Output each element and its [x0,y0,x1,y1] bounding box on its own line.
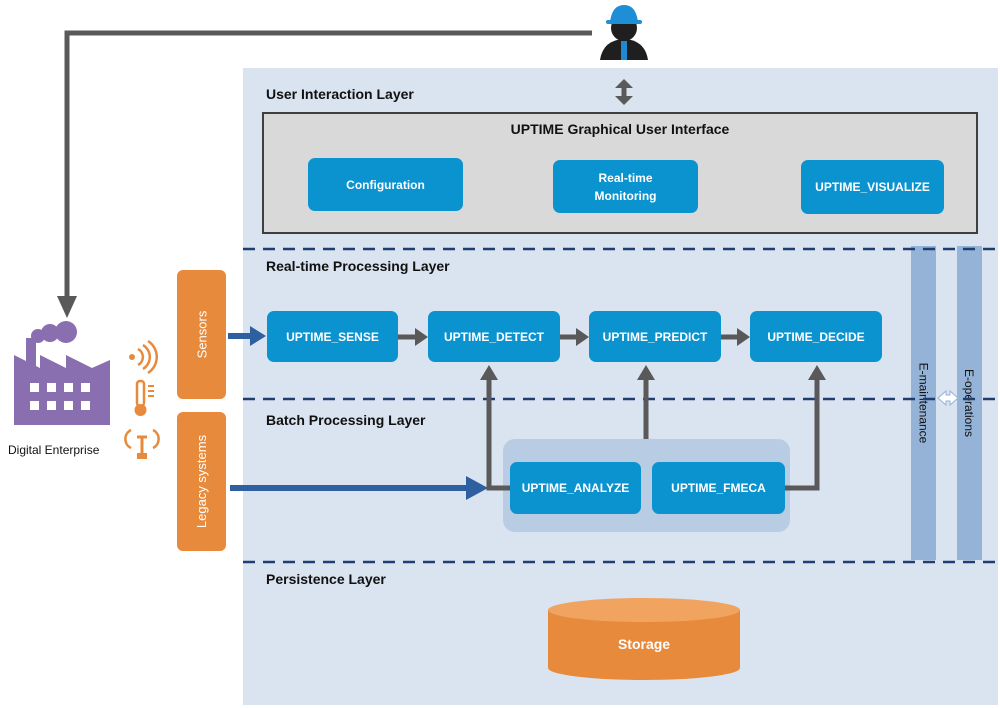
antenna-icon [124,428,160,459]
fmeca-to-decide-arrowhead [808,365,826,380]
factory-icon [14,321,110,425]
legacy-systems-label: Legacy systems [194,434,210,529]
thermometer-icon [134,379,154,416]
analyze-to-detect-line [486,378,510,491]
uptime-predict-module: UPTIME_PREDICT [589,311,721,362]
uptime-decide-module: UPTIME_DECIDE [750,311,882,362]
digital-enterprise-label: Digital Enterprise [8,443,100,457]
wireless-signal-icon [129,339,158,375]
legacy-systems-box: Legacy systems [177,412,226,551]
predict-to-decide-arrowhead [737,328,750,346]
engineer-user-icon [600,5,648,60]
user-to-enterprise-line [64,30,592,300]
uptime-detect-module: UPTIME_DETECT [428,311,560,362]
batch-layer-title: Batch Processing Layer [266,412,426,428]
analyze-to-detect-arrowhead [480,365,498,380]
user-to-enterprise-arrowhead [57,296,77,318]
uptime-fmeca-module: UPTIME_FMECA [652,462,785,514]
persistence-layer-title: Persistence Layer [266,571,386,587]
sensors-to-sense-arrowhead [250,326,266,346]
sensors-label: Sensors [193,310,209,359]
storage-label: Storage [617,636,671,652]
user-interaction-layer-title: User Interaction Layer [266,86,414,102]
pillar-double-arrow [937,389,959,407]
sense-to-detect-arrowhead [415,328,428,346]
uptime-visualize-module: UPTIME_VISUALIZE [801,160,944,214]
sensors-box: Sensors [177,270,226,399]
uptime-sense-module: UPTIME_SENSE [267,311,398,362]
e-operations-pillar: E-operations [957,246,982,560]
storage-cylinder [548,598,740,680]
batch-to-predict-arrowhead [637,365,655,380]
e-maintenance-pillar: E-maintenance [911,246,936,560]
gui-title: UPTIME Graphical User Interface [510,121,730,137]
configuration-module: Configuration [308,158,463,211]
legacy-to-batch-arrowhead [466,476,488,500]
user-gui-arrowhead-up [615,79,633,88]
realtime-layer-title: Real-time Processing Layer [266,258,450,274]
user-gui-arrowhead-down [615,96,633,105]
detect-to-predict-arrowhead [576,328,589,346]
uptime-analyze-module: UPTIME_ANALYZE [510,462,641,514]
fmeca-to-decide-line [785,378,820,491]
